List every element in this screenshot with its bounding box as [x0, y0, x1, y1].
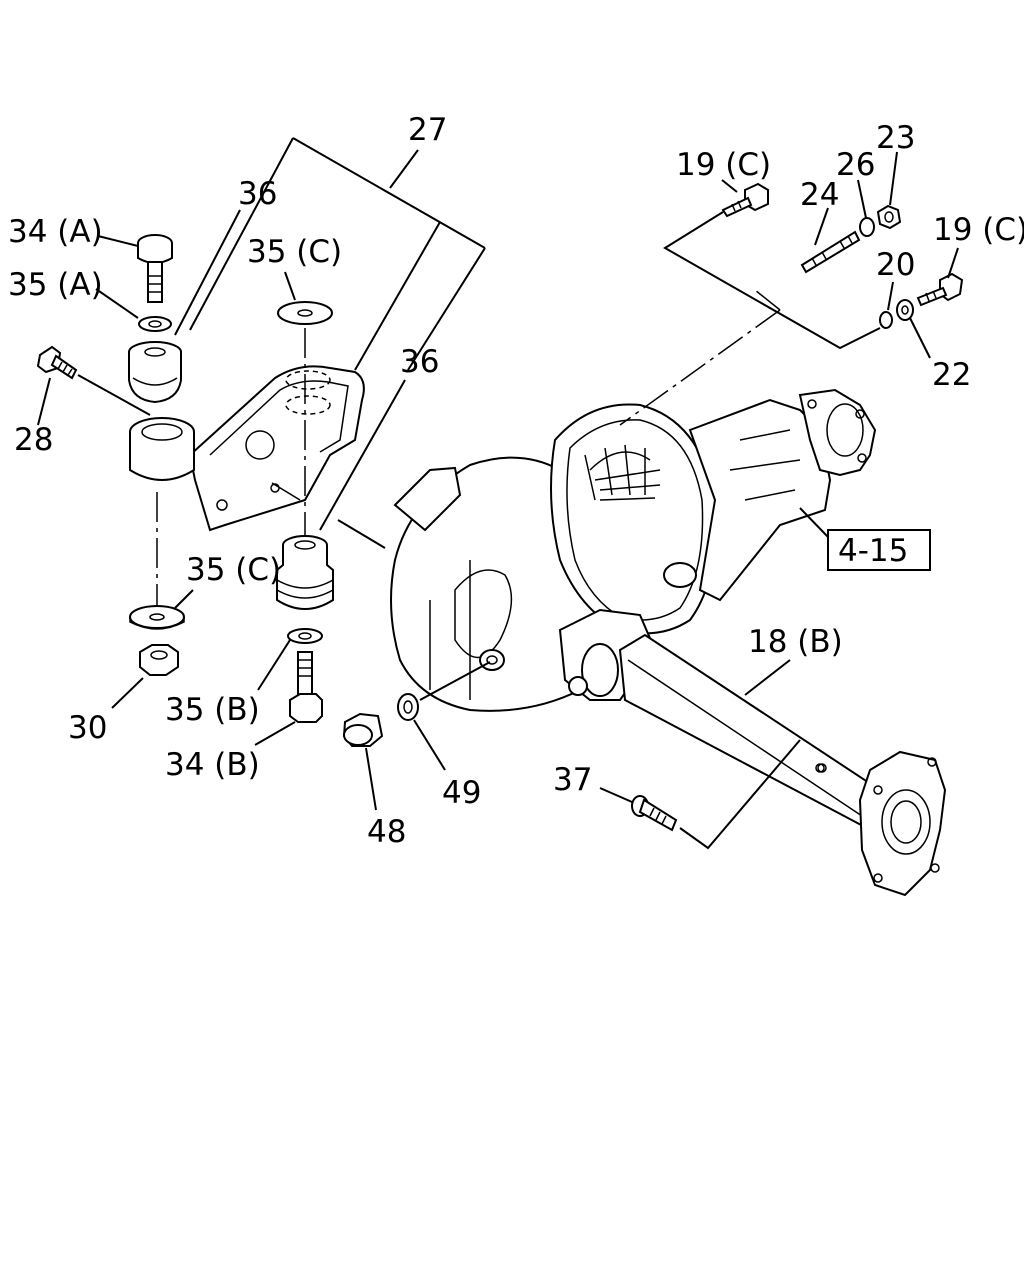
axle-tube-18b [618, 633, 947, 897]
callout-18b: 18 (B) [748, 624, 843, 660]
callout-49: 49 [442, 775, 481, 811]
washer-35c-bottom [129, 605, 185, 630]
callout-27: 27 [408, 112, 447, 148]
nut-30 [139, 644, 179, 676]
callout-30: 30 [68, 710, 107, 746]
reference-box-label: 4-15 [838, 533, 908, 569]
washer-22 [896, 299, 914, 321]
callout-20: 20 [876, 247, 915, 283]
leader-lines [37, 137, 959, 850]
washer-20 [879, 311, 893, 329]
reference-box-4-15: 4-15 [827, 529, 931, 571]
washer-35a [138, 316, 172, 332]
callout-36-lower: 36 [400, 344, 439, 380]
callout-22: 22 [932, 357, 971, 393]
nut-23 [876, 204, 902, 230]
bushing-36-upper [128, 341, 182, 404]
callout-35a: 35 (A) [8, 267, 103, 303]
gasket-49 [397, 693, 419, 721]
bolt-34a [137, 234, 173, 303]
washer-35b [287, 628, 323, 644]
callout-35c-top: 35 (C) [247, 234, 342, 270]
callout-37: 37 [553, 762, 592, 798]
mount-bracket-assembly [129, 365, 365, 532]
callout-23: 23 [876, 120, 915, 156]
callout-36-upper: 36 [238, 176, 277, 212]
callout-48: 48 [367, 814, 406, 850]
differential-carrier [390, 388, 877, 712]
callout-34b: 34 (B) [165, 747, 260, 783]
callout-35b: 35 (B) [165, 692, 260, 728]
bolt-37 [631, 795, 678, 832]
callout-19c-left: 19 (C) [676, 147, 771, 183]
plug-48 [342, 712, 384, 747]
washer-35c-top [277, 301, 333, 325]
callout-28: 28 [14, 422, 53, 458]
washer-26 [859, 217, 875, 237]
callout-19c-right: 19 (C) [933, 212, 1024, 248]
callout-35c-bottom: 35 (C) [186, 552, 281, 588]
stud-24 [800, 230, 861, 274]
bolt-34b [289, 651, 323, 723]
callout-24: 24 [800, 177, 839, 213]
callout-34a: 34 (A) [8, 214, 103, 250]
bolt-28 [36, 345, 78, 380]
bushing-36-lower [276, 535, 334, 610]
bolt-19c-left [721, 182, 769, 218]
bolt-19c-right [916, 272, 964, 307]
callout-26: 26 [836, 147, 875, 183]
